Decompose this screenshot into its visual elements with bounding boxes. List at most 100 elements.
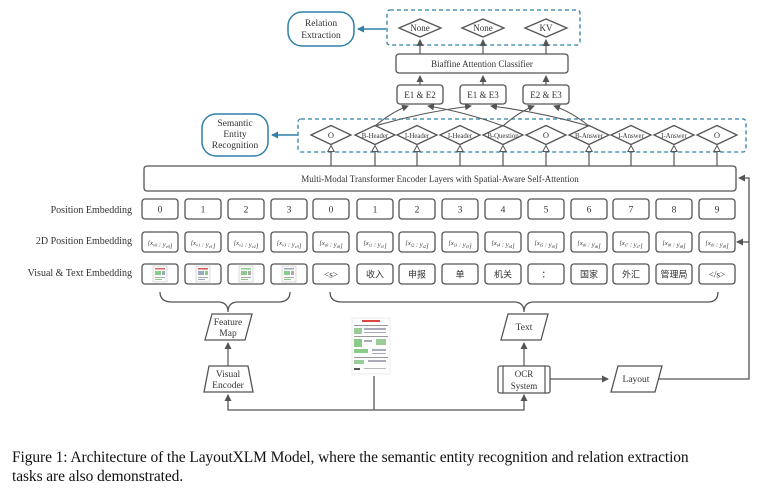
2d-position-value: [xt7 : yt7] [619,240,643,250]
2d-position-value: [xv2 : yv2] [234,240,259,250]
position-embedding-cell [570,198,608,220]
relation-extraction-label: Relation [305,19,337,29]
2d-position-embedding-cell [612,231,650,253]
position-embedding-cell [441,198,479,220]
2d-position-embedding-cell [270,231,308,253]
position-id: 3 [287,206,292,216]
position-id: 6 [587,206,592,216]
ser-tag-diamond [567,124,611,146]
ser-tag-label: B-Header [362,133,389,140]
position-id: 3 [458,206,463,216]
2d-position-value: [xt6 : yt6] [577,240,601,250]
ser-label: Entity [223,130,246,140]
ser-label: Recognition [212,141,259,151]
ser-tag-label: I-Answer [661,133,687,140]
text-label: Text [516,323,533,333]
position-id: 1 [373,206,378,216]
biaffine-classifier-label: Biaffine Attention Classifier [431,59,533,69]
re-output-diamond [460,18,506,38]
relation-extraction-label-box [287,11,355,47]
position-embedding-cell [698,198,736,220]
feature-map-label: Map [219,329,237,339]
token-embedding-cell [441,263,479,285]
token-embedding-cell [398,263,436,285]
text-token: 收入 [366,269,384,280]
re-output-label: KV [540,23,553,33]
entity-pair-label: E1 & E2 [404,90,436,100]
ser-label-box [201,113,269,157]
ser-tag-diamond [609,124,653,146]
ser-tag-label: I-Header [405,133,430,140]
text-token: 管理局 [660,269,687,280]
2d-position-value: [xt3 : yt3] [448,240,472,250]
feature-map-box [204,313,253,341]
position-id: 1 [201,206,206,216]
token-embedding-cell [484,263,522,285]
visual-patch-thumbnail-icon [152,265,168,283]
position-embedding-cell [612,198,650,220]
entity-to-pair-edge [374,104,409,127]
2d-position-embedding-cell [184,231,222,253]
2d-position-value: [xt4 : yt4] [491,240,515,250]
visual-patch-thumbnail-icon [238,265,254,283]
token-embedding-cell [655,263,693,285]
ser-tag-diamond [353,124,397,146]
position-id: 4 [501,206,506,216]
position-embedding-cell [312,198,350,220]
position-id: 7 [629,206,634,216]
2d-position-value: [xt0 : yt0] [319,240,343,250]
entity-to-pair-edge [427,103,504,127]
text-box [500,313,549,341]
ser-tag-label: B-Question [487,133,519,140]
token-embedding-cell [612,263,650,285]
2d-position-value: [xv0 : yv0] [148,240,173,250]
visual-encoder-label: Visual [216,370,241,380]
entity-pair-label: E1 & E3 [467,90,499,100]
position-id: 8 [672,206,677,216]
position-embedding-cell [184,198,222,220]
2d-position-embedding-cell [527,231,565,253]
entity-pair-label: E2 & E3 [530,90,562,100]
position-id: 5 [544,206,549,216]
row-label-position: Position Embedding [51,205,132,216]
visual-token-brace [159,291,291,313]
text-token: 国家 [580,269,598,280]
2d-position-value: [xt5 : yt5] [534,240,558,250]
ser-tag-diamond [652,124,696,146]
ser-tag-diamond [395,124,439,146]
position-embedding-cell [141,198,179,220]
ser-tag-label: O [543,130,549,140]
2d-position-value: [xt8 : yt8] [662,240,686,250]
document-to-ocr-line [374,394,528,411]
2d-position-value: [xv3 : yv3] [277,240,302,250]
layout-label: Layout [623,375,650,385]
position-id: 2 [415,206,420,216]
entity-to-pair-edge [553,104,590,127]
2d-position-embedding-cell [141,231,179,253]
2d-position-value: [xv1 : yv1] [191,240,216,250]
ser-tag-label: I-Header [448,133,473,140]
ser-tag-label: I-Answer [618,133,644,140]
ocr-system-label: System [511,381,538,391]
text-token: 申报 [408,269,426,280]
re-output-label: None [410,23,430,33]
position-embedding-cell [356,198,394,220]
feature-map-label: Feature [214,318,243,328]
entity-to-pair-edge [502,104,535,127]
ser-tag-diamond [695,124,739,146]
ser-tag-label: O [328,130,334,140]
position-embedding-cell [227,198,265,220]
token-embedding-cell [312,263,350,285]
visual-patch-thumbnail-icon [195,265,211,283]
re-output-diamond [523,18,569,38]
position-id: 0 [329,206,334,216]
text-token: <s> [324,270,338,280]
entity-to-pair-edge [374,103,472,127]
token-embedding-cell [356,263,394,285]
token-embedding-cell [527,263,565,285]
2d-position-embedding-cell [655,231,693,253]
relation-extraction-label: Extraction [301,31,341,41]
ser-tag-group [297,118,747,153]
